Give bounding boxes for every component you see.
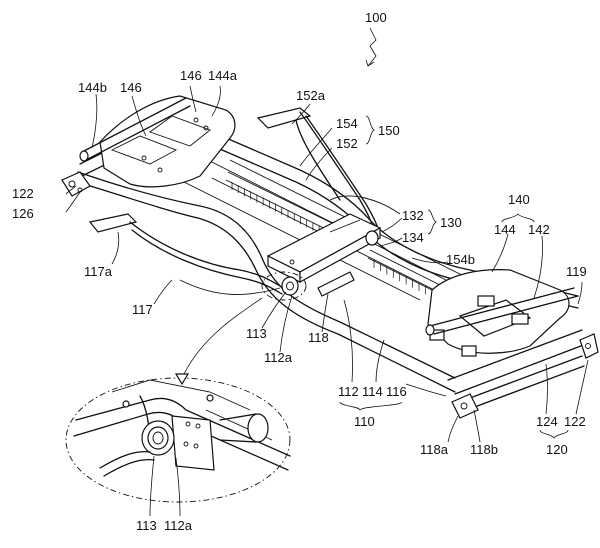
label-144a: 144a (208, 68, 238, 83)
label-116: 116 (386, 384, 407, 399)
label-114: 114 (362, 384, 383, 399)
label-124: 124 (536, 414, 558, 429)
cables (179, 195, 401, 296)
label-152: 152 (336, 136, 358, 151)
label-112a-detail: 112a (164, 518, 193, 533)
label-113-detail: 113 (136, 518, 157, 533)
label-154: 154 (336, 116, 358, 131)
label-142: 142 (528, 222, 550, 237)
label-144: 144 (494, 222, 516, 237)
label-132: 132 (402, 208, 424, 223)
label-150: 150 (378, 123, 400, 138)
label-126: 126 (12, 206, 34, 221)
label-117a: 117a (84, 264, 113, 279)
label-112: 112 (338, 384, 359, 399)
front-end-brackets (451, 333, 599, 419)
label-122-right: 122 (564, 414, 586, 429)
label-112a: 112a (264, 350, 293, 365)
detail-callout (65, 271, 307, 503)
label-119: 119 (566, 264, 587, 279)
rear-end-bracket (61, 171, 91, 197)
label-113: 113 (246, 326, 267, 341)
label-144b: 144b (78, 80, 107, 95)
label-118a: 118a (420, 442, 449, 457)
label-130: 130 (440, 215, 462, 230)
front-footplate (425, 269, 579, 357)
central-slider (266, 213, 382, 297)
label-117: 117 (132, 302, 153, 317)
label-110: 110 (354, 414, 375, 429)
label-120: 120 (546, 442, 568, 457)
handle-117a (88, 213, 283, 295)
label-122-left: 122 (12, 186, 34, 201)
rear-footplate (79, 95, 236, 188)
label-134: 134 (402, 230, 424, 245)
label-140: 140 (508, 192, 530, 207)
label-152a: 152a (296, 88, 326, 103)
label-146-left: 146 (120, 80, 142, 95)
label-118b: 118b (470, 442, 498, 457)
label-100: 100 (365, 10, 387, 25)
braces (339, 115, 569, 439)
label-118: 118 (308, 330, 329, 345)
reference-labels: 100 144b 146 146 144a 152a 154 150 152 1… (12, 10, 587, 533)
handle-152a (256, 107, 381, 237)
label-146-top: 146 (180, 68, 202, 83)
detail-view (73, 379, 291, 517)
reference-arrow (365, 27, 377, 67)
label-154b: 154b (446, 252, 475, 267)
leader-lines (65, 85, 589, 443)
